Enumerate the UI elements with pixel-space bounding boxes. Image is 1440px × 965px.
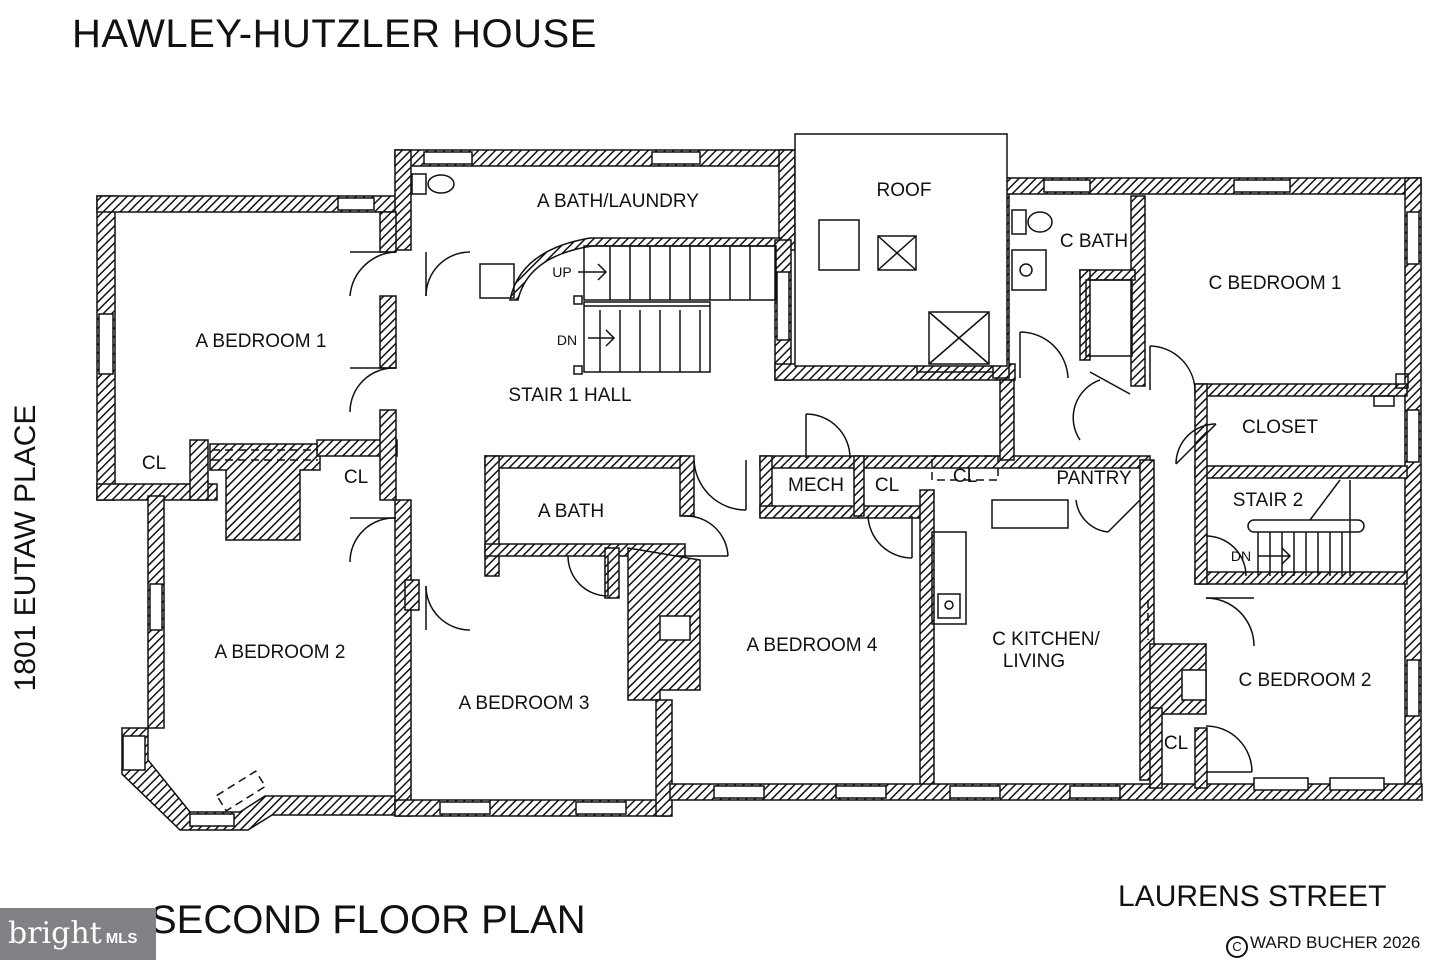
label-a-bedroom-2: A BEDROOM 2 bbox=[215, 642, 346, 663]
stair-2-treads bbox=[1247, 479, 1365, 576]
copyright-symbol: C bbox=[1226, 936, 1248, 958]
label-cl-2: CL bbox=[344, 467, 368, 488]
label-a-bedroom-3: A BEDROOM 3 bbox=[459, 693, 590, 714]
label-stair-down-2: DN bbox=[1231, 548, 1251, 564]
label-stair-1-hall: STAIR 1 HALL bbox=[508, 385, 631, 406]
plan-title: HAWLEY-HUTZLER HOUSE bbox=[72, 12, 597, 56]
label-cl-5: CL bbox=[1164, 733, 1188, 754]
label-roof: ROOF bbox=[877, 180, 932, 201]
label-c-bath: C BATH bbox=[1060, 231, 1128, 252]
floor-plan-title: SECOND FLOOR PLAN bbox=[150, 898, 586, 942]
watermark-brand: bright bbox=[8, 916, 102, 951]
windows bbox=[98, 151, 1420, 827]
label-stair-2: STAIR 2 bbox=[1233, 490, 1303, 511]
label-c-kitchen-line2: LIVING bbox=[1003, 651, 1065, 672]
label-a-bath-laundry: A BATH/LAUNDRY bbox=[537, 191, 699, 212]
room-labels: A BATH/LAUNDRY ROOF C BATH C BEDROOM 1 A… bbox=[142, 180, 1372, 754]
walls bbox=[96, 149, 1423, 831]
label-a-bedroom-1: A BEDROOM 1 bbox=[196, 331, 327, 352]
label-cl-3: CL bbox=[875, 475, 899, 496]
label-mech: MECH bbox=[788, 475, 844, 496]
label-stair-down-1: DN bbox=[557, 332, 577, 348]
label-a-bedroom-4: A BEDROOM 4 bbox=[747, 635, 878, 656]
label-c-bedroom-2: C BEDROOM 2 bbox=[1238, 670, 1371, 691]
watermark-suffix: MLS bbox=[105, 930, 138, 947]
stair-1-treads bbox=[479, 245, 777, 375]
label-closet: CLOSET bbox=[1242, 417, 1318, 438]
street-label: LAURENS STREET bbox=[1118, 880, 1387, 913]
label-stair-up: UP bbox=[552, 264, 571, 280]
copyright-text: WARD BUCHER 2026 bbox=[1250, 933, 1421, 952]
label-c-bedroom-1: C BEDROOM 1 bbox=[1208, 273, 1341, 294]
label-a-bath: A BATH bbox=[538, 501, 604, 522]
fixtures bbox=[212, 173, 1409, 812]
door-swings bbox=[349, 251, 1255, 773]
label-c-kitchen-line1: C KITCHEN/ bbox=[992, 629, 1100, 650]
label-cl-4: CL bbox=[953, 466, 977, 487]
side-street-label: 1801 EUTAW PLACE bbox=[9, 404, 42, 692]
label-cl-1: CL bbox=[142, 453, 166, 474]
label-pantry: PANTRY bbox=[1056, 468, 1132, 489]
linework bbox=[98, 133, 1420, 827]
